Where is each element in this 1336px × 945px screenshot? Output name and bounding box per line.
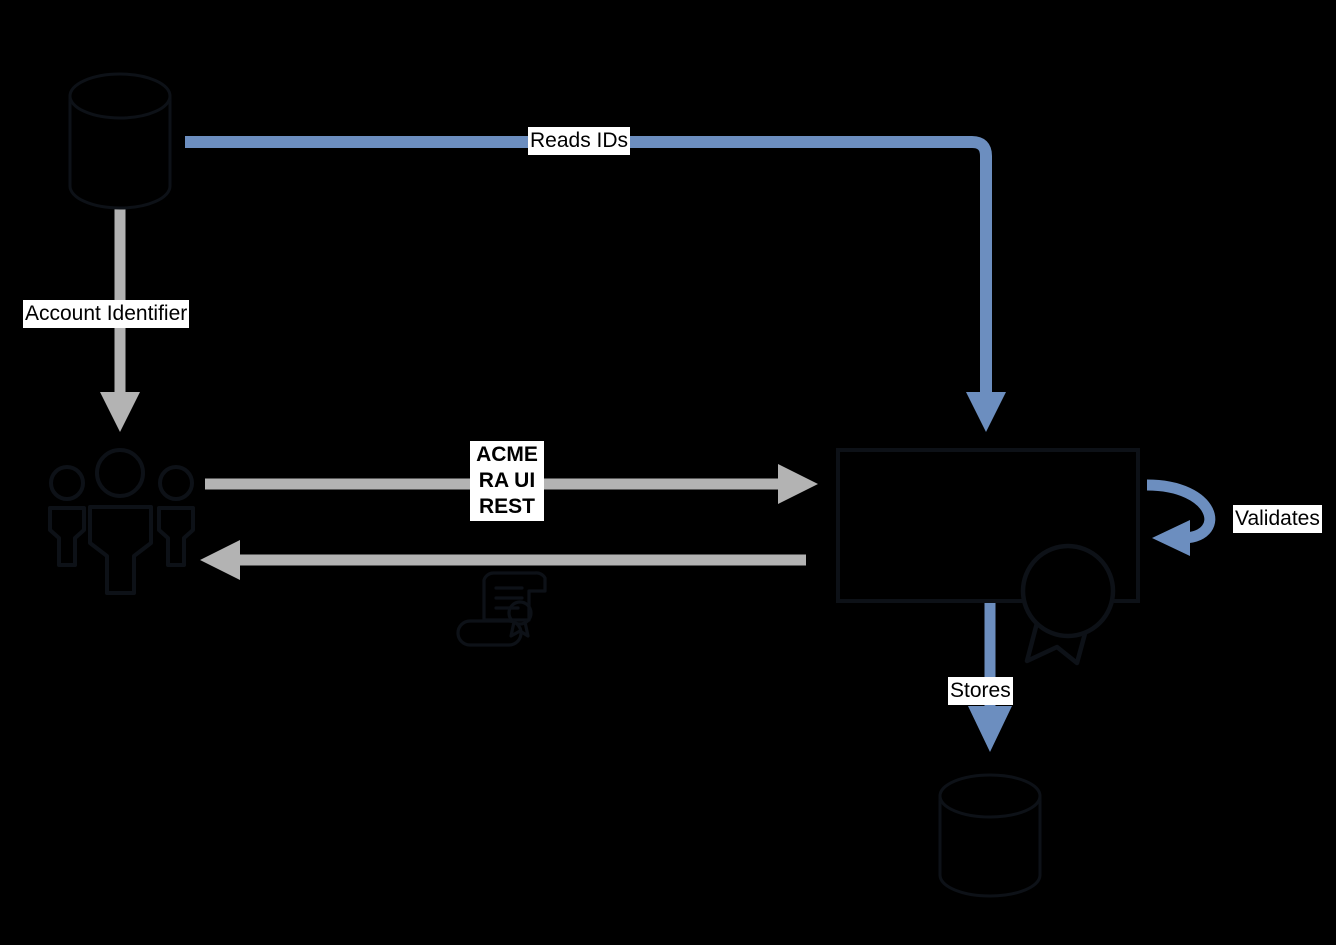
edge-label-acme-ra-ui-rest: ACME RA UI REST [470, 441, 544, 521]
account-database[interactable] [68, 72, 172, 210]
users-group[interactable] [48, 448, 195, 595]
edge-validates [1146, 479, 1216, 556]
edge-label-validates: Validates [1233, 505, 1322, 533]
edge-stores [968, 600, 1012, 752]
edge-label-stores: Stores [948, 677, 1013, 705]
edge-reads-ids [185, 136, 1006, 432]
certificate-scroll-icon [456, 571, 547, 647]
certificate-database[interactable] [938, 773, 1042, 898]
award-seal-icon [1020, 543, 1116, 666]
edge-label-reads-ids: Reads IDs [528, 127, 631, 155]
edge-response [200, 540, 806, 580]
edge-label-account-identifier: Account Identifier [23, 300, 190, 328]
